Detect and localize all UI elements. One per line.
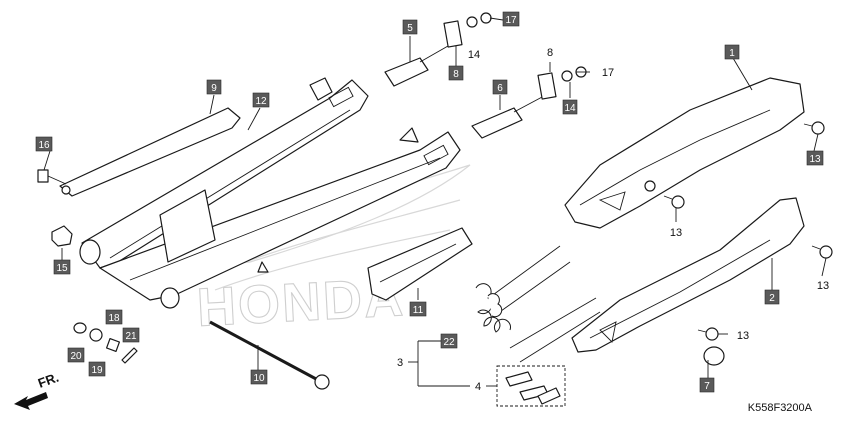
callout-5: 5 xyxy=(402,19,418,35)
svg-text:21: 21 xyxy=(125,331,137,342)
callout-8-upper: 8 xyxy=(448,65,464,81)
callout-11: 11 xyxy=(409,301,427,317)
callout-13-lower-right: 13 xyxy=(817,280,829,292)
chain-case-lower-part-2 xyxy=(571,197,833,366)
callout-14-top: 14 xyxy=(468,49,480,61)
callout-20: 20 xyxy=(67,347,85,363)
callout-1: 1 xyxy=(724,44,740,60)
callout-17-right: 17 xyxy=(602,67,614,79)
svg-text:13: 13 xyxy=(809,154,821,165)
case-bolt-upper-left xyxy=(663,195,685,209)
chain-case-upper-part-1 xyxy=(564,77,825,229)
case-bolt-lower-right xyxy=(811,245,833,259)
bolt-part-16 xyxy=(37,169,67,185)
svg-text:9: 9 xyxy=(211,83,217,94)
svg-text:1: 1 xyxy=(729,48,735,59)
callout-8-lower: 8 xyxy=(547,47,553,59)
callout-9: 9 xyxy=(206,79,222,95)
callout-3: 3 xyxy=(397,357,403,369)
cap-part-15 xyxy=(51,225,73,247)
brace-part-9 xyxy=(59,107,241,197)
pivot-bolt-part-10 xyxy=(209,320,330,390)
callout-16: 16 xyxy=(35,136,53,152)
rubber-plug-part-7 xyxy=(703,346,725,366)
callout-10: 10 xyxy=(250,369,268,385)
callout-7: 7 xyxy=(699,377,715,393)
callout-13-mid-left: 13 xyxy=(670,227,682,239)
case-bolt-lower-mid xyxy=(697,327,719,341)
callout-18: 18 xyxy=(105,309,123,325)
case-bolt-upper-right xyxy=(803,121,825,135)
svg-text:18: 18 xyxy=(108,313,120,324)
callout-13-lower-mid: 13 xyxy=(737,330,749,342)
chain-slider-part-11 xyxy=(367,227,473,301)
svg-text:10: 10 xyxy=(253,373,265,384)
adjuster-part-5 xyxy=(384,12,492,87)
callout-6: 6 xyxy=(492,79,508,95)
svg-text:12: 12 xyxy=(255,96,267,107)
callout-22: 22 xyxy=(440,333,458,349)
svg-text:7: 7 xyxy=(704,381,710,392)
callout-15: 15 xyxy=(53,259,71,275)
callout-17-top: 17 xyxy=(502,11,520,27)
small-hardware xyxy=(73,322,138,364)
callout-12: 12 xyxy=(252,92,270,108)
callout-4: 4 xyxy=(475,381,481,393)
callout-2: 2 xyxy=(764,289,780,305)
svg-text:22: 22 xyxy=(443,337,455,348)
svg-text:14: 14 xyxy=(564,103,576,114)
callout-14-upper: 14 xyxy=(562,99,578,115)
diagram-code: K558F3200A xyxy=(747,402,812,414)
drive-chain-part-22 xyxy=(475,245,601,363)
leader-lines xyxy=(43,17,827,387)
callout-21: 21 xyxy=(122,327,140,343)
svg-text:11: 11 xyxy=(413,305,424,316)
front-direction-arrow-icon: FR. xyxy=(14,370,61,410)
svg-text:15: 15 xyxy=(56,263,68,274)
svg-text:8: 8 xyxy=(453,69,459,80)
svg-text:6: 6 xyxy=(497,83,503,94)
callout-13-upper-right: 13 xyxy=(806,150,824,166)
svg-text:5: 5 xyxy=(407,23,413,34)
svg-text:19: 19 xyxy=(91,365,103,376)
svg-text:17: 17 xyxy=(505,15,517,26)
callout-19: 19 xyxy=(88,361,106,377)
svg-text:2: 2 xyxy=(769,293,775,304)
direction-label: FR. xyxy=(36,370,61,391)
brace-bolt-hole xyxy=(61,185,71,195)
svg-text:16: 16 xyxy=(38,140,50,151)
svg-text:20: 20 xyxy=(70,351,82,362)
master-link-part-4 xyxy=(496,365,566,407)
swingarm-part-12 xyxy=(79,77,461,309)
